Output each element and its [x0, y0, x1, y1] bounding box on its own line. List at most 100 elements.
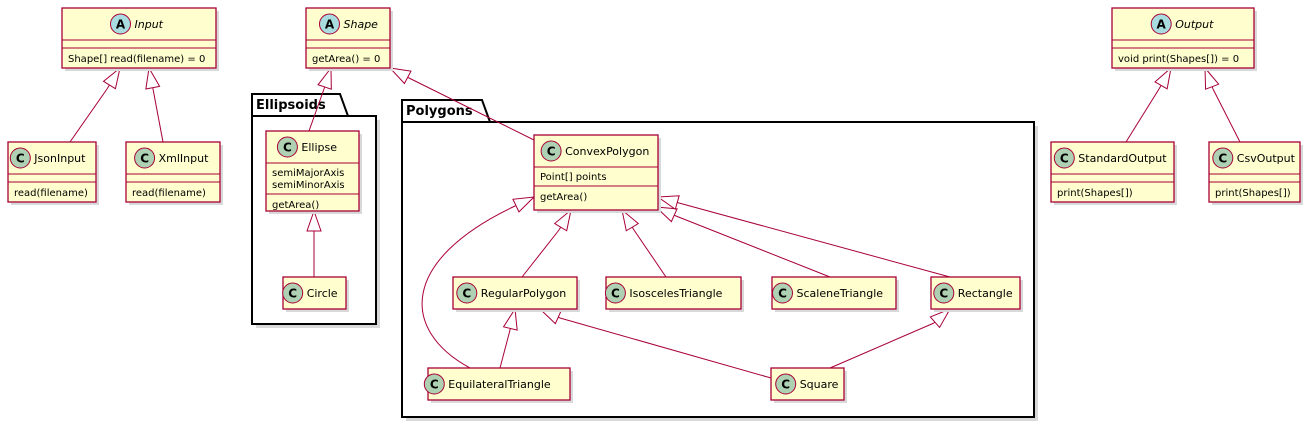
badge-letter: C: [1218, 152, 1227, 166]
abstract-badge-icon: [110, 13, 131, 35]
badge-letter: C: [430, 378, 439, 392]
class-method: read(filename): [14, 188, 88, 199]
class-name: StandardOutput: [1078, 152, 1167, 165]
badge-letter: C: [781, 378, 790, 392]
class-badge-icon: [1053, 147, 1075, 169]
class-badge-icon: [276, 136, 298, 158]
class-shape[interactable]: A Shape getArea() = 0: [305, 7, 393, 71]
inheritance-arrowhead-icon: [512, 196, 536, 213]
inheritance-edge-ellipse-to-shape: [308, 66, 332, 132]
class-scalene-triangle[interactable]: C ScaleneTriangle: [771, 276, 899, 312]
badge-letter: C: [547, 145, 556, 159]
inheritance-edge-convex-polygon-to-shape: [388, 67, 535, 141]
badge-letter: A: [325, 18, 335, 32]
class-badge-icon: [775, 373, 797, 395]
inheritance-edge-xml-input-to-input: [145, 66, 164, 143]
class-circle[interactable]: C Circle: [282, 276, 349, 312]
badge-letter: C: [1060, 152, 1069, 166]
class-method: getArea(): [540, 192, 587, 203]
inheritance-arrowhead-icon: [656, 195, 680, 211]
inheritance-arrowhead-icon: [317, 66, 332, 90]
inheritance-edge-scalene-triangle-to-convex-polygon: [654, 206, 831, 278]
class-method: getArea() = 0: [312, 54, 380, 65]
class-xml-input[interactable]: C XmlInput read(filename): [125, 141, 223, 205]
class-attribute: semiMajorAxis: [272, 168, 344, 179]
inheritance-edge-csv-output-to-output: [1204, 66, 1241, 143]
class-name: ConvexPolygon: [565, 145, 649, 158]
abstract-badge-icon: [319, 13, 340, 35]
class-output[interactable]: A Output void print(Shapes[]) = 0: [1111, 7, 1257, 71]
badge-letter: C: [939, 287, 948, 301]
class-rectangle[interactable]: C Rectangle: [930, 276, 1023, 312]
inheritance-arrowhead-icon: [621, 208, 640, 232]
class-badge-icon: [1212, 147, 1234, 169]
class-json-input[interactable]: C JsonInput read(filename): [7, 141, 99, 205]
class-badge-icon: [772, 282, 793, 304]
badge-letter: A: [116, 18, 126, 32]
inheritance-edge-circle-to-ellipse: [306, 209, 322, 277]
badge-letter: C: [140, 152, 149, 166]
inheritance-edge-standard-output-to-output: [1125, 66, 1172, 143]
inheritance-arrowhead-icon: [145, 66, 161, 90]
relations-layer: [69, 66, 1241, 379]
abstract-badge-icon: [1150, 13, 1172, 35]
class-equilateral-triangle[interactable]: C EquilateralTriangle: [423, 367, 573, 403]
package-tab: [401, 99, 491, 123]
inheritance-edge-json-input-to-input: [69, 66, 121, 143]
badge-letter: C: [778, 287, 787, 301]
inheritance-edge-square-to-rectangle: [829, 308, 952, 369]
inheritance-arrowhead-icon: [388, 67, 412, 85]
class-name: Ellipse: [301, 141, 337, 154]
badge-letter: C: [288, 287, 297, 301]
class-name: Rectangle: [958, 287, 1013, 300]
badge-letter: A: [1157, 18, 1167, 32]
inheritance-arrowhead-icon: [1154, 66, 1172, 90]
class-method: getArea(): [272, 200, 319, 211]
inheritance-arrowhead-icon: [654, 206, 678, 223]
class-name: RegularPolygon: [481, 287, 566, 300]
class-isosceles-triangle[interactable]: C IsoscelesTriangle: [604, 276, 744, 312]
class-method: void print(Shapes[]) = 0: [1118, 54, 1239, 65]
class-name: IsoscelesTriangle: [629, 287, 722, 300]
class-name: ScaleneTriangle: [797, 287, 884, 300]
class-attribute: Point[] points: [540, 172, 607, 183]
inheritance-edge-square-to-regular-polygon: [538, 308, 772, 379]
inheritance-arrowhead-icon: [929, 308, 952, 329]
badge-letter: C: [283, 141, 292, 155]
class-name: JsonInput: [33, 152, 86, 165]
class-method: print(Shapes[]): [1215, 188, 1291, 199]
badge-letter: C: [611, 287, 620, 301]
class-badge-icon: [933, 282, 955, 304]
inheritance-edge-regular-polygon-to-convex-polygon: [521, 208, 572, 278]
class-name: EquilateralTriangle: [448, 378, 551, 391]
inheritance-arrowhead-icon: [306, 209, 322, 232]
inheritance-arrowhead-icon: [553, 208, 572, 232]
inheritance-edge-isosceles-triangle-to-convex-polygon: [621, 208, 667, 278]
inheritance-arrowhead-icon: [102, 66, 121, 90]
class-badge-icon: [282, 282, 304, 304]
class-method: Shape[] read(filename) = 0: [68, 54, 205, 65]
class-name: Input: [135, 18, 164, 31]
class-badge-icon: [9, 147, 31, 169]
inheritance-arrowhead-icon: [1204, 66, 1220, 90]
package-title: Polygons: [406, 104, 473, 119]
inheritance-edge-equilateral-triangle-to-convex-polygon: [421, 196, 536, 369]
package-tab: [251, 93, 349, 117]
class-method: read(filename): [132, 188, 206, 199]
class-name: XmlInput: [159, 152, 209, 165]
class-name: Circle: [307, 287, 338, 300]
class-name: Output: [1175, 18, 1214, 31]
badge-letter: C: [16, 152, 25, 166]
class-badge-icon: [134, 147, 156, 169]
class-name: Shape: [344, 18, 379, 31]
class-badge-icon: [540, 140, 562, 162]
